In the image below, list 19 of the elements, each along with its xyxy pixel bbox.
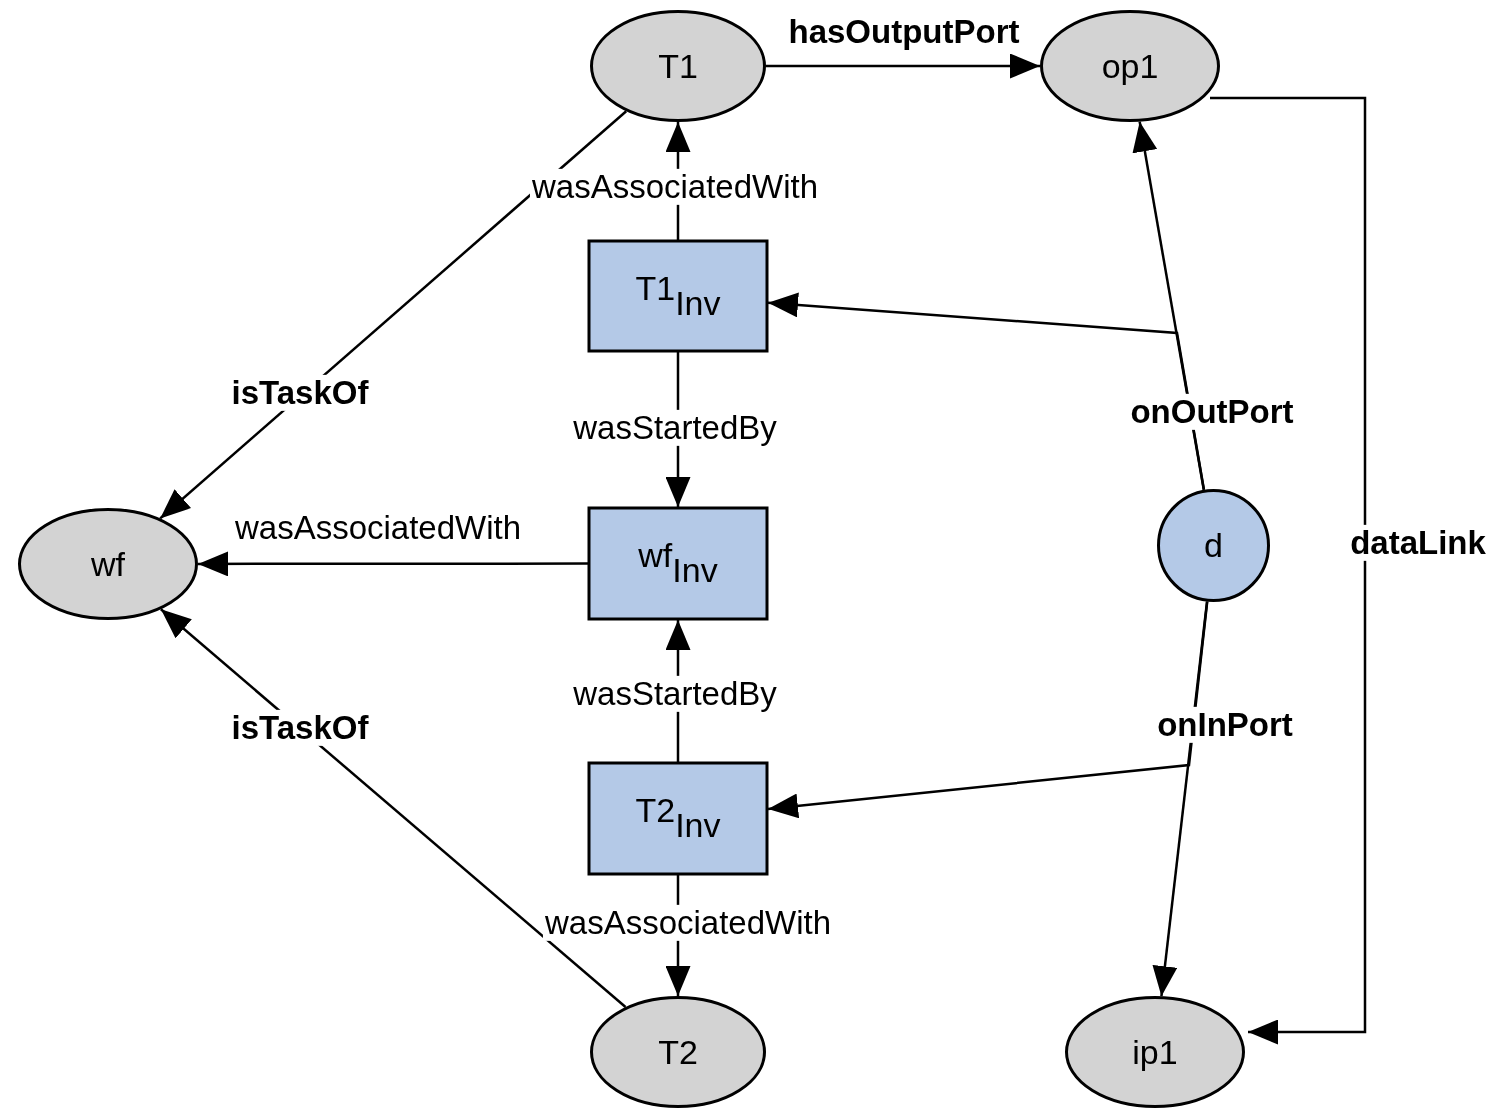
node-label: wf xyxy=(91,544,125,584)
node-label: d xyxy=(1204,526,1223,565)
arrow xyxy=(767,292,1206,491)
edge-label: dataLink xyxy=(1348,524,1488,562)
edge-label: wasStartedBy xyxy=(571,675,779,713)
arrow xyxy=(767,601,1209,819)
edge-label: wasStartedBy xyxy=(571,409,779,447)
arrow xyxy=(1132,121,1206,491)
node-label: ip1 xyxy=(1132,1032,1178,1072)
arrow xyxy=(160,608,627,1008)
edge-label: onOutPort xyxy=(1128,393,1296,431)
node-label: op1 xyxy=(1101,46,1159,86)
arrow xyxy=(1152,601,1209,997)
arrow xyxy=(198,551,588,577)
node-label: T2 xyxy=(658,1032,698,1072)
node-label: T1 xyxy=(658,46,698,86)
edge-label: onInPort xyxy=(1155,706,1295,744)
arrow xyxy=(1210,96,1367,1045)
arrow xyxy=(766,53,1040,79)
